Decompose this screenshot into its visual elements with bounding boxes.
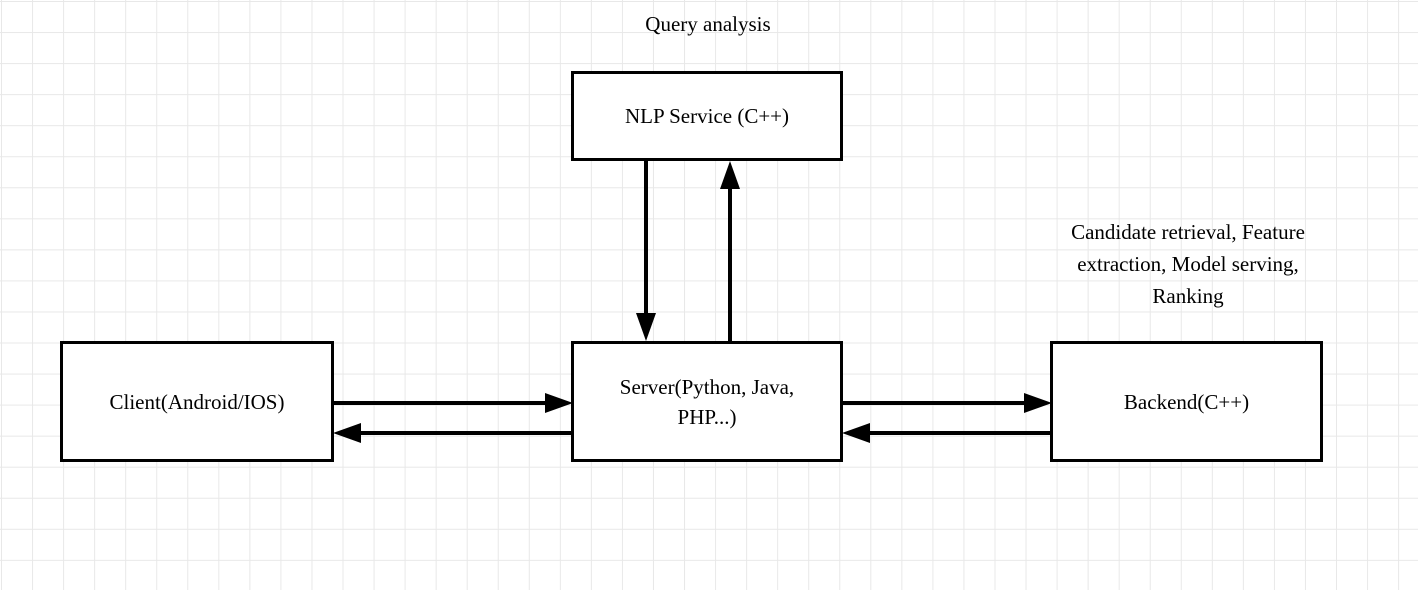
node-backend-label: Backend(C++) bbox=[1123, 389, 1250, 414]
edge-server-to-client bbox=[332, 422, 574, 444]
node-client[interactable]: Client(Android/IOS) bbox=[60, 341, 334, 462]
node-nlp-service-label: NLP Service (C++) bbox=[624, 104, 790, 128]
annotation-backend-responsibilities: Candidate retrieval, Feature extraction,… bbox=[1071, 220, 1305, 308]
edge-backend-to-server bbox=[841, 422, 1053, 444]
edge-server-to-nlp bbox=[714, 158, 748, 344]
node-client-label: Client(Android/IOS) bbox=[109, 389, 285, 414]
annotation-query-analysis: Query analysis bbox=[645, 12, 771, 36]
edge-nlp-to-server bbox=[630, 158, 664, 344]
node-server-label: Server(Python, Java, PHP...) bbox=[619, 374, 795, 429]
edge-client-to-server bbox=[332, 392, 574, 414]
node-server[interactable]: Server(Python, Java, PHP...) bbox=[571, 341, 843, 462]
node-backend[interactable]: Backend(C++) bbox=[1050, 341, 1323, 462]
node-nlp-service[interactable]: NLP Service (C++) bbox=[571, 71, 843, 161]
edge-server-to-backend bbox=[841, 392, 1053, 414]
